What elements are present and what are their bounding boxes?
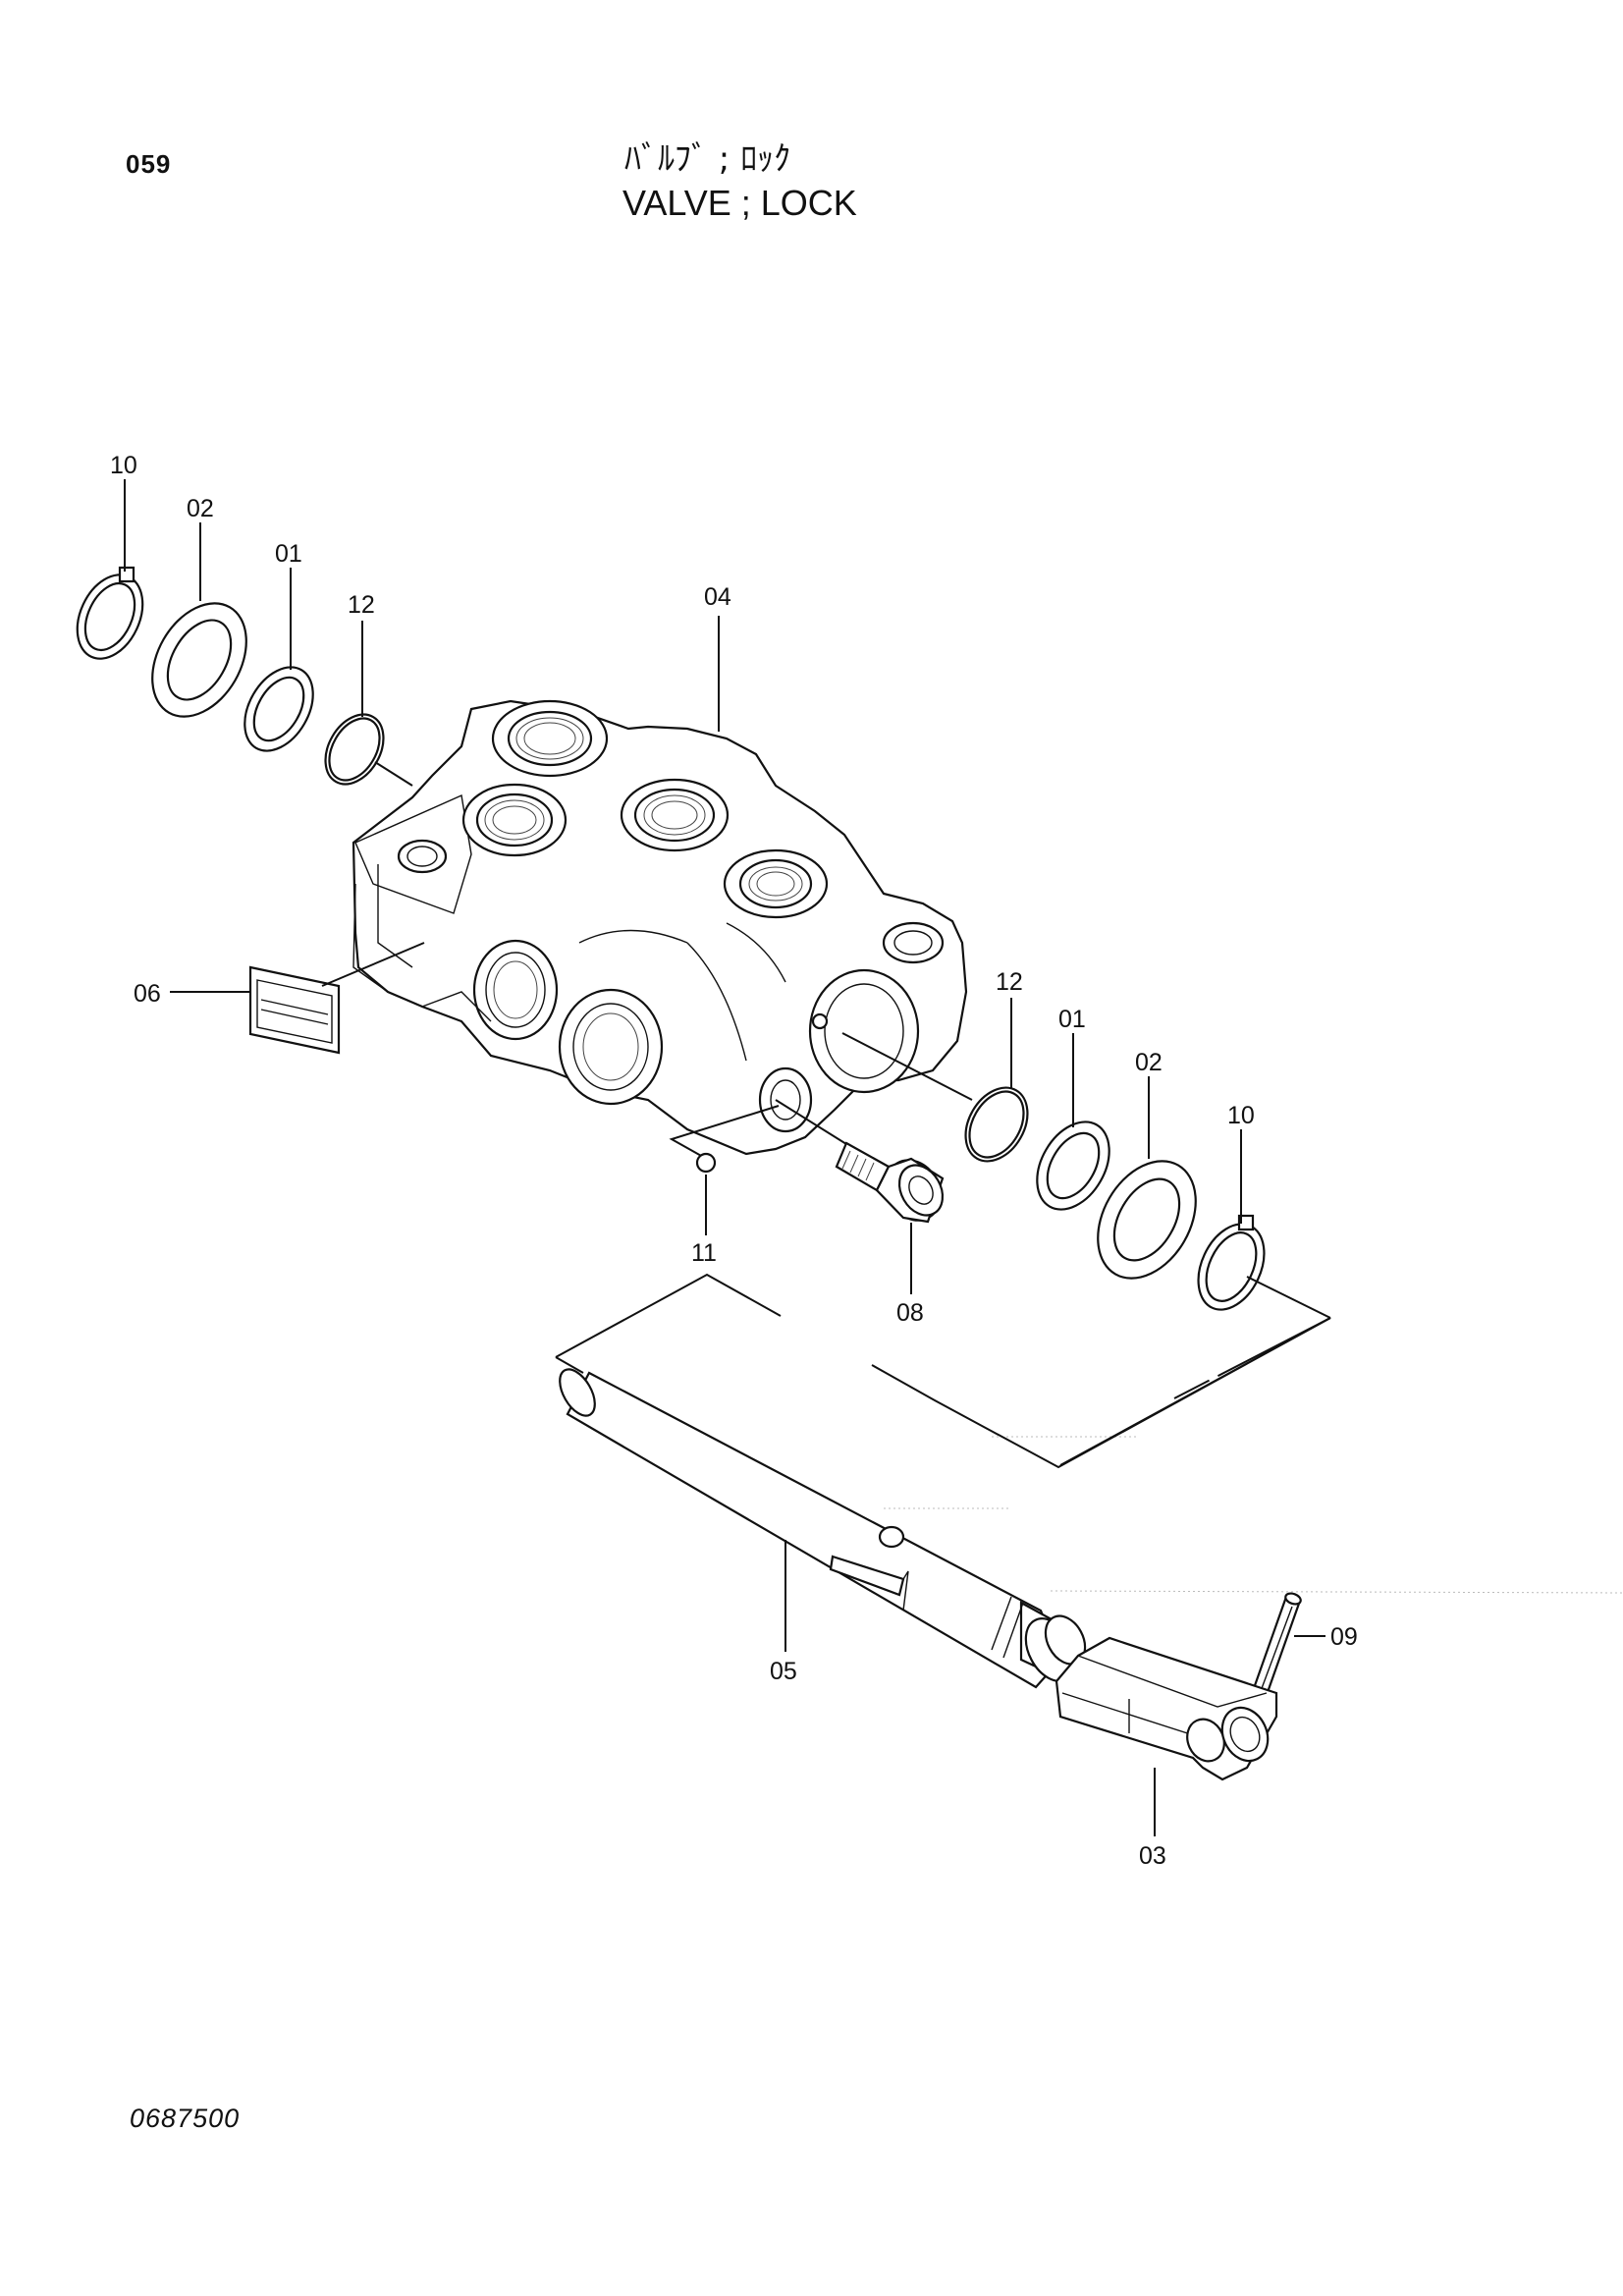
washer-right bbox=[1097, 1160, 1197, 1280]
title-japanese: ﾊﾞﾙﾌﾞ ; ﾛｯｸ bbox=[624, 139, 791, 179]
roll-pin bbox=[1251, 1592, 1302, 1697]
label-plug: 08 bbox=[896, 1299, 924, 1327]
seal-left bbox=[243, 666, 314, 752]
label-nameplate: 06 bbox=[134, 980, 161, 1008]
label-seal-right: 01 bbox=[1058, 1006, 1086, 1033]
valve-body bbox=[352, 699, 968, 1156]
drawing-code: 0687500 bbox=[130, 2104, 241, 2133]
label-ball: 11 bbox=[691, 1239, 717, 1267]
label-washer-right: 02 bbox=[1135, 1049, 1163, 1076]
label-spool: 05 bbox=[770, 1658, 797, 1685]
steel-ball bbox=[695, 1152, 717, 1174]
label-valve-body: 04 bbox=[704, 583, 731, 611]
label-pin: 09 bbox=[1330, 1623, 1358, 1651]
label-oring-left: 12 bbox=[348, 591, 375, 619]
label-oring-right: 12 bbox=[996, 968, 1023, 996]
label-lever: 03 bbox=[1139, 1842, 1166, 1870]
o-ring-left bbox=[324, 713, 385, 786]
label-ring-right: 10 bbox=[1227, 1102, 1255, 1129]
seal-right bbox=[1036, 1121, 1110, 1211]
page-number: 059 bbox=[126, 149, 172, 179]
washer-left bbox=[151, 602, 247, 718]
title-english: VALVE ; LOCK bbox=[622, 183, 857, 223]
label-seal-left: 01 bbox=[275, 540, 302, 568]
plug-screw bbox=[835, 1141, 945, 1224]
spool-shaft bbox=[559, 1368, 1087, 1689]
o-ring-right bbox=[964, 1086, 1029, 1163]
label-ring-left: 10 bbox=[110, 452, 137, 479]
snap-ring-right bbox=[1197, 1214, 1266, 1311]
snap-ring-left bbox=[76, 566, 144, 660]
nameplate bbox=[248, 965, 341, 1055]
lock-lever bbox=[1055, 1636, 1278, 1781]
label-washer-left: 02 bbox=[187, 495, 214, 522]
